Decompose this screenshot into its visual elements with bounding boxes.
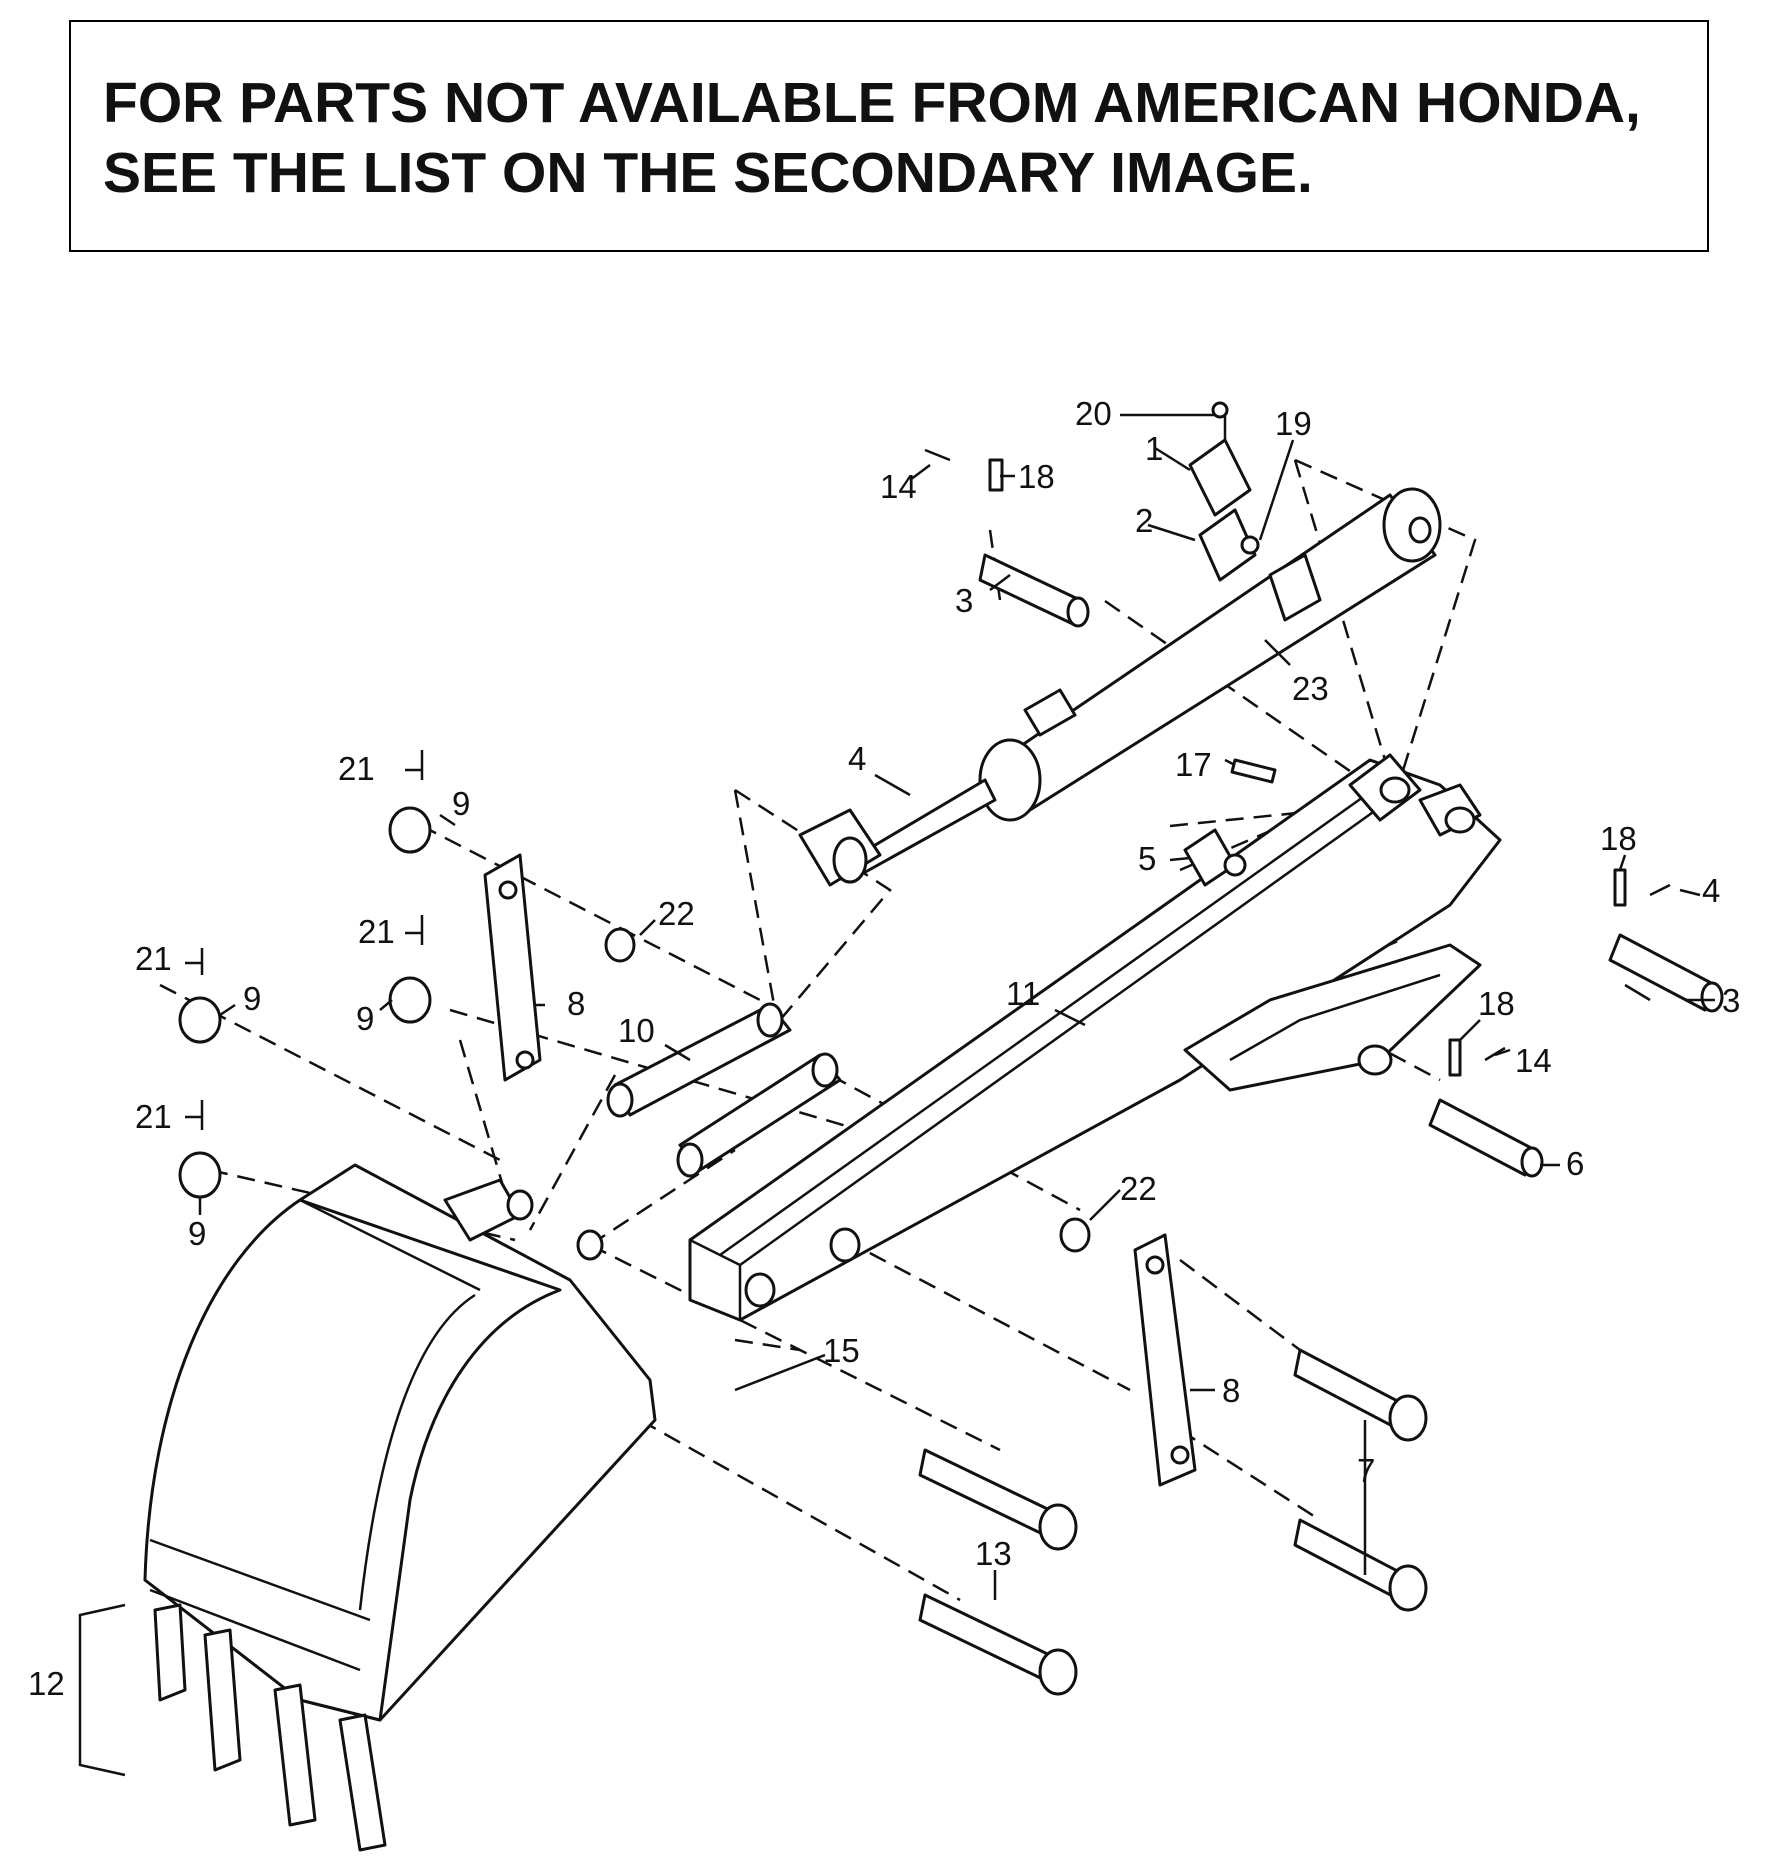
link-8-right: [1133, 1233, 1197, 1487]
callout-7: 7: [1357, 1452, 1375, 1489]
callout-8-right: 8: [1222, 1372, 1240, 1409]
callout-3-top: 3: [955, 582, 973, 619]
bucket-teeth-bracket: [78, 1603, 126, 1777]
pin-3-top: [924, 448, 1090, 628]
callout-21-a: 21: [338, 750, 375, 787]
callout-21-c: 21: [135, 940, 172, 977]
notice-line-1: FOR PARTS NOT AVAILABLE FROM AMERICAN HO…: [103, 71, 1641, 135]
callout-4-cylinder: 4: [848, 740, 866, 777]
leader-lines: [185, 413, 1715, 1600]
callout-18-top: 18: [1018, 458, 1055, 495]
callout-18-right: 18: [1600, 820, 1637, 857]
callout-20: 20: [1075, 395, 1112, 432]
bracket-parts: [1188, 401, 1260, 582]
callout-labels: 1 2 3 3 4 4 5 6 7 8 8 9 9 9 9 10 11 12 1…: [28, 395, 1740, 1702]
bucket: [143, 1163, 657, 1852]
callout-23: 23: [1292, 670, 1329, 707]
callout-19: 19: [1275, 405, 1312, 442]
pin-6: [1428, 1038, 1544, 1178]
callout-14-right: 14: [1515, 1042, 1552, 1079]
parts-availability-notice: FOR PARTS NOT AVAILABLE FROM AMERICAN HO…: [69, 20, 1709, 252]
dipper-arm: [688, 753, 1502, 1322]
callout-4-right: 4: [1702, 872, 1720, 909]
hydraulic-cylinder: [798, 487, 1442, 887]
callout-17: 17: [1175, 746, 1212, 783]
callout-1: 1: [1145, 430, 1163, 467]
callout-10: 10: [618, 1012, 655, 1049]
callout-9-b: 9: [356, 1000, 374, 1037]
callout-15: 15: [823, 1332, 860, 1369]
callout-14-top: 14: [880, 468, 917, 505]
callout-21-b: 21: [358, 913, 395, 950]
callout-9-a: 9: [452, 785, 470, 822]
callout-3-right: 3: [1722, 982, 1740, 1019]
callout-13: 13: [975, 1535, 1012, 1572]
callout-8-left: 8: [567, 985, 585, 1022]
callout-18-lower: 18: [1478, 985, 1515, 1022]
callout-9-c: 9: [243, 980, 261, 1017]
pin-3-right: [1608, 868, 1724, 1013]
bolt-and-clamp: [1183, 758, 1277, 887]
pins-7: [1293, 1348, 1428, 1612]
link-10: [606, 1002, 842, 1178]
pins-13: [918, 1448, 1078, 1696]
callout-22-lower: 22: [1120, 1170, 1157, 1207]
bushings-9: [178, 750, 432, 1199]
callout-2: 2: [1135, 502, 1153, 539]
callout-21-d: 21: [135, 1098, 172, 1135]
callout-5: 5: [1138, 840, 1156, 877]
callout-22-upper: 22: [658, 895, 695, 932]
callout-12: 12: [28, 1665, 65, 1702]
callout-9-d: 9: [188, 1215, 206, 1252]
link-8-left: [483, 853, 542, 1082]
washer-22-lower: [1059, 1217, 1091, 1253]
notice-line-2: SEE THE LIST ON THE SECONDARY IMAGE.: [103, 141, 1313, 205]
callout-11: 11: [1006, 975, 1040, 1012]
callout-6: 6: [1566, 1145, 1584, 1182]
washer-22-upper: [604, 927, 636, 963]
